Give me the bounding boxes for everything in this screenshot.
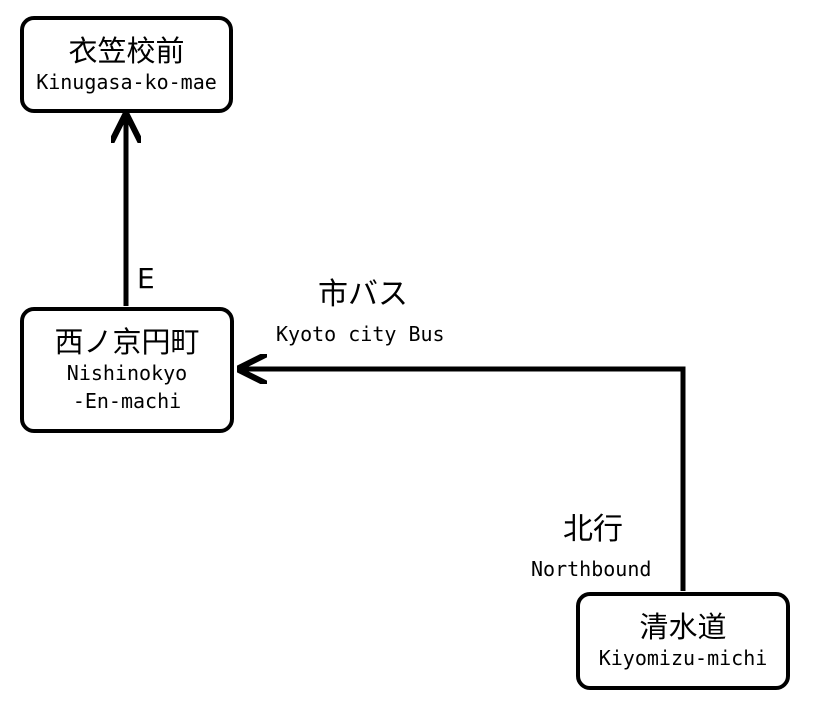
- station-name-en-line2: -En-machi: [72, 389, 182, 413]
- bus-label-jp: 市バス: [318, 277, 408, 312]
- northbound-label-jp: 北行: [563, 512, 623, 547]
- northbound-label-en: Northbound: [531, 557, 652, 581]
- station-nishinokyo-en-machi: 西ノ京円町 Nishinokyo -En-machi: [20, 307, 234, 433]
- station-name-jp: 清水道: [639, 610, 727, 644]
- station-name-jp: 西ノ京円町: [54, 325, 200, 359]
- station-kiyomizu-michi: 清水道 Kiyomizu-michi: [576, 592, 790, 690]
- bus-label-en: Kyoto city Bus: [276, 322, 445, 346]
- station-name-en: Kinugasa-ko-mae: [36, 69, 217, 94]
- station-name-en-line1: Nishinokyo: [66, 361, 188, 385]
- station-name-en: Kiyomizu-michi: [598, 646, 768, 670]
- direction-label-e: E: [137, 262, 155, 295]
- station-kinugasa-ko-mae: 衣笠校前 Kinugasa-ko-mae: [20, 16, 233, 113]
- arrow-to-nishinokyo: [242, 369, 686, 591]
- station-name-jp: 衣笠校前: [68, 33, 185, 68]
